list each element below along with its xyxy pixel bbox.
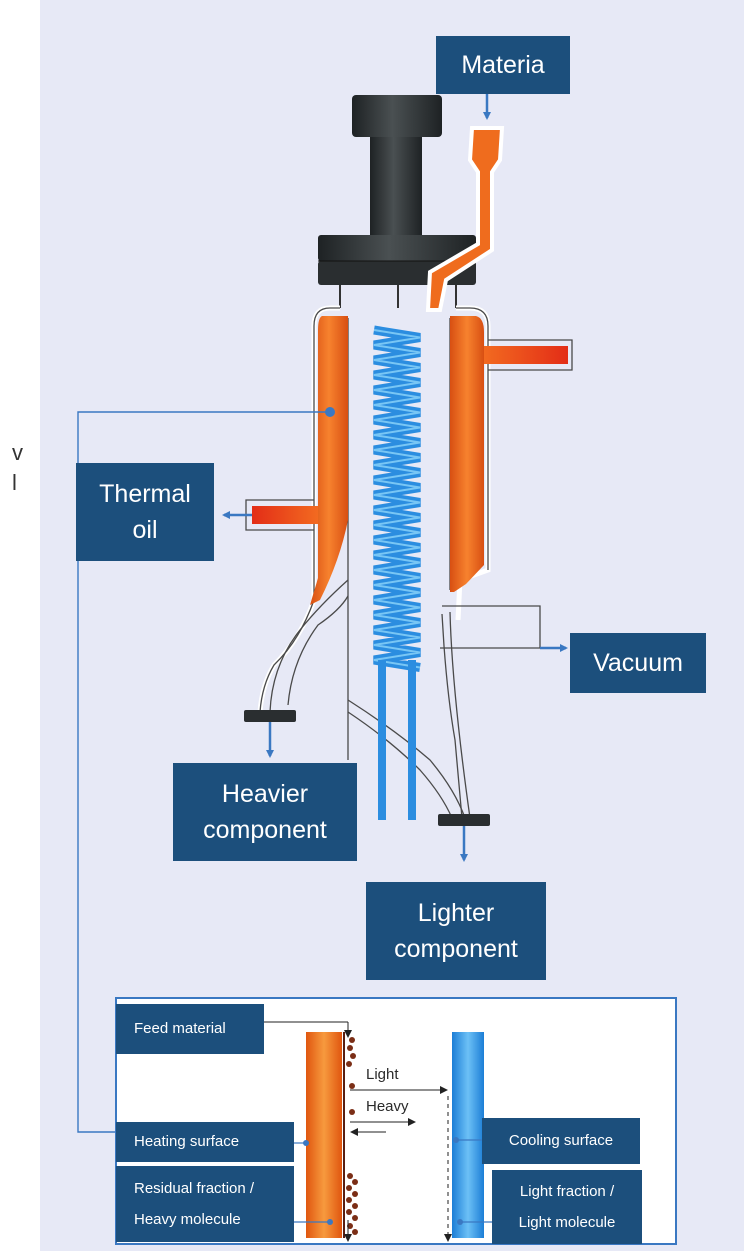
molecule-dot <box>349 1037 355 1043</box>
light-fraction-label: Light fraction / Light molecule <box>492 1170 642 1244</box>
heavy-text: Heavy <box>366 1098 409 1115</box>
heavier-line2: component <box>203 816 327 844</box>
molecule-dot <box>352 1179 358 1185</box>
feed-material-text: Feed material <box>134 1020 226 1038</box>
heavy-molecules <box>346 1037 358 1235</box>
cooling-surface-label: Cooling surface <box>482 1118 640 1164</box>
molecule-dot <box>352 1215 358 1221</box>
feed-material-label: Feed material <box>116 1004 264 1054</box>
heavy-outlet-cap <box>244 710 296 722</box>
molecule-dot <box>352 1229 358 1235</box>
molecule-dot <box>346 1061 352 1067</box>
residual-line1: Residual fraction / <box>134 1179 255 1197</box>
thermal-oil-line1: Thermal <box>99 479 191 508</box>
light-text: Light <box>366 1066 399 1083</box>
thermal-oil-line2: oil <box>132 516 158 544</box>
lighter-line1: Lighter <box>417 898 495 927</box>
connector-line <box>77 411 330 1133</box>
light-outlet-cap <box>438 814 490 826</box>
molecule-dot <box>346 1197 352 1203</box>
molecule-dot <box>352 1203 358 1209</box>
molecule-dot <box>347 1173 353 1179</box>
molecule-dot <box>346 1185 352 1191</box>
molecule-dot <box>352 1191 358 1197</box>
residual-line2: Heavy molecule <box>134 1211 241 1228</box>
oil-outlet-pipe <box>252 506 318 524</box>
heating-jacket-left <box>310 316 348 605</box>
oil-inlet-pipe <box>484 346 568 364</box>
molecule-dot <box>347 1045 353 1051</box>
heating-jacket-right <box>450 316 484 592</box>
lighter-line2: component <box>394 935 518 963</box>
cooling-surface-rod <box>452 1032 484 1238</box>
cropped-text-1: v <box>12 440 23 465</box>
lighter-component-label: Lighter component <box>366 882 546 980</box>
molecule-dot <box>346 1209 352 1215</box>
vacuum-label: Vacuum <box>570 633 706 693</box>
heating-surface-text: Heating surface <box>134 1133 240 1151</box>
materia-label: Materia <box>436 36 570 94</box>
light-fraction-line2: Light molecule <box>518 1214 616 1231</box>
heavier-component-label: Heavier component <box>173 763 357 861</box>
heating-surface-label: Heating surface <box>116 1122 294 1162</box>
heavier-line1: Heavier <box>221 779 309 808</box>
feed-pipe <box>425 126 505 312</box>
cropped-text-2: l <box>12 470 17 495</box>
materia-text: Materia <box>461 50 545 79</box>
light-fraction-line1: Light fraction / <box>519 1182 615 1200</box>
heating-surface-rod <box>306 1032 342 1238</box>
thermal-oil-label: Thermal oil <box>76 463 214 561</box>
condenser-coil <box>373 325 421 672</box>
residual-fraction-label: Residual fraction / Heavy molecule <box>116 1166 294 1242</box>
cooling-surface-text: Cooling surface <box>508 1132 614 1150</box>
vacuum-text: Vacuum <box>593 648 683 677</box>
molecule-dot <box>350 1053 356 1059</box>
coil-highlight <box>373 329 421 669</box>
